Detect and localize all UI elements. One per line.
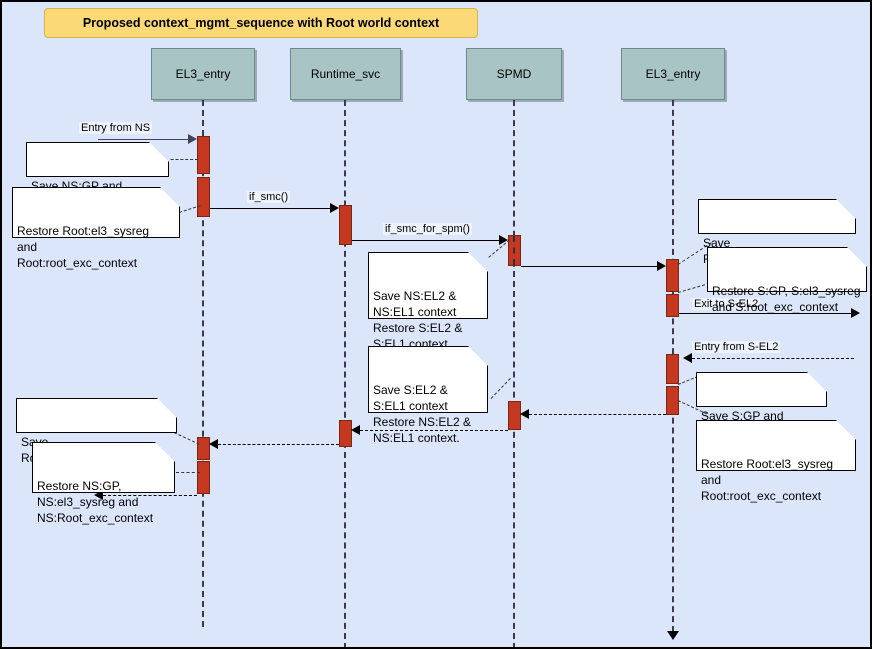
activation-el3-right-4 xyxy=(666,386,679,415)
message-arrow-if-smc xyxy=(330,203,339,213)
message-arrow-spmd-to-runtime-svc xyxy=(351,425,360,435)
message-label-entry-from-s-el2: Entry from S-EL2 xyxy=(692,341,781,353)
lifeline-end-arrow-el3-right xyxy=(667,631,679,640)
lifeline-header-spmd[interactable]: SPMD xyxy=(466,48,562,100)
lifeline-header-el3-right[interactable]: EL3_entry xyxy=(621,48,725,100)
message-line-entry-from-s-el2 xyxy=(692,358,854,359)
note-dogear-icon xyxy=(468,346,488,366)
note-text: Save S:EL2 & S:EL1 context Restore NS:EL… xyxy=(373,383,472,445)
note-text: Restore Root:el3_sysreg and Root:root_ex… xyxy=(17,224,150,270)
lifeline-label-el3-left: EL3_entry xyxy=(175,67,231,81)
message-line-el3-left-exit xyxy=(103,495,197,496)
message-label-entry-from-ns: Entry from NS xyxy=(79,122,153,134)
note-text: Restore Root:el3_sysreg and Root:root_ex… xyxy=(701,457,834,503)
diagram-title-banner: Proposed context_mgmt_sequence with Root… xyxy=(44,8,478,38)
message-arrow-exit-to-s-el2 xyxy=(851,308,860,318)
lifeline-header-runtime-svc[interactable]: Runtime_svc xyxy=(290,48,401,100)
message-arrow-el3-left-exit xyxy=(94,490,103,500)
message-line-el3-right-to-spmd xyxy=(529,414,666,415)
note-anchor-1 xyxy=(156,159,198,160)
activation-el3-left-4 xyxy=(197,461,210,494)
message-arrow-if-smc-for-spm xyxy=(499,235,508,245)
message-arrow-entry-from-s-el2 xyxy=(683,353,692,363)
message-line-if-smc-for-spm xyxy=(352,240,500,241)
activation-el3-right-3 xyxy=(666,354,679,384)
note-anchor-3 xyxy=(484,239,510,261)
lifeline-line-el3-left xyxy=(202,100,204,627)
note-text: Save NS:EL2 & NS:EL1 context Restore S:E… xyxy=(373,289,463,351)
note-dogear-icon xyxy=(807,372,827,392)
note-save-ns-el2-restore-s-el2: Save NS:EL2 & NS:EL1 context Restore S:E… xyxy=(368,252,488,351)
lifeline-label-spmd: SPMD xyxy=(496,67,532,81)
note-anchor-8 xyxy=(490,378,511,399)
note-restore-root-el3-sysreg: Restore Root:el3_sysreg and Root:root_ex… xyxy=(12,187,180,270)
activation-el3-left-1 xyxy=(197,136,210,174)
message-line-spmd-to-runtime-svc xyxy=(360,430,508,431)
activation-el3-left-2 xyxy=(197,177,210,217)
note-dogear-icon xyxy=(160,187,180,207)
note-dogear-icon xyxy=(149,142,169,162)
note-save-ns-gp: Save NS:GP and NS:Root_exc_context xyxy=(26,142,169,209)
lifeline-line-spmd xyxy=(513,100,515,647)
activation-el3-right-2 xyxy=(666,294,679,317)
message-line-if-smc xyxy=(210,208,331,209)
note-anchor-10 xyxy=(176,472,200,473)
message-arrow-el3-right-to-spmd xyxy=(520,409,529,419)
note-text: Restore S:GP, S:el3_sysreg and S:root_ex… xyxy=(712,284,861,314)
note-anchor-5 xyxy=(677,284,706,293)
note-dogear-icon xyxy=(847,247,867,267)
note-restore-s-gp-s-el3-sysreg: Restore S:GP, S:el3_sysreg and S:root_ex… xyxy=(707,247,867,314)
message-label-exit-to-s-el2: Exit to S-EL2 xyxy=(692,298,761,310)
message-arrow-runtime-svc-to-el3-left xyxy=(209,439,218,449)
note-anchor-9 xyxy=(173,432,200,445)
note-dogear-icon xyxy=(155,442,175,462)
note-save-s-gp: Save S:GP and S:root_exc_context xyxy=(696,372,827,439)
message-line-runtime-svc-to-el3-left xyxy=(218,444,339,445)
note-restore-root-el3-sysreg-right: Restore Root:el3_sysreg and Root:root_ex… xyxy=(696,420,856,503)
message-line-entry-from-ns xyxy=(98,139,190,140)
note-dogear-icon xyxy=(836,420,856,440)
lifeline-line-runtime-svc xyxy=(344,100,346,647)
note-dogear-icon xyxy=(468,252,488,272)
message-line-spmd-to-el3-right xyxy=(521,266,658,267)
note-dogear-icon xyxy=(836,199,856,219)
activation-el3-right-1 xyxy=(666,259,679,292)
lifeline-label-runtime-svc: Runtime_svc xyxy=(310,67,381,81)
note-save-root-root-exc-context-right: Save Root:root_exc_context xyxy=(698,199,856,266)
page-title: Proposed context_mgmt_sequence with Root… xyxy=(82,16,440,30)
message-arrow-spmd-to-el3-right xyxy=(657,261,666,271)
lifeline-label-el3-right: EL3_entry xyxy=(645,67,701,81)
lifeline-header-el3-left[interactable]: EL3_entry xyxy=(151,48,255,100)
note-text: Restore NS:GP, NS:el3_sysreg and NS:Root… xyxy=(37,479,154,525)
message-label-if-smc: if_smc() xyxy=(247,191,291,203)
message-label-if-smc-for-spm: if_smc_for_spm() xyxy=(383,223,472,235)
message-line-exit-to-s-el2 xyxy=(679,313,853,314)
note-save-root-root-exc-context-left: Save Root:root_exc_context xyxy=(16,398,177,465)
note-dogear-icon xyxy=(157,398,177,418)
note-save-s-el2-restore-ns-el2: Save S:EL2 & S:EL1 context Restore NS:EL… xyxy=(368,346,488,445)
message-arrow-entry-from-ns xyxy=(188,134,197,144)
activation-spmd-1 xyxy=(508,235,521,266)
activation-runtime-svc-1 xyxy=(339,205,352,245)
note-restore-ns-gp: Restore NS:GP, NS:el3_sysreg and NS:Root… xyxy=(32,442,175,525)
